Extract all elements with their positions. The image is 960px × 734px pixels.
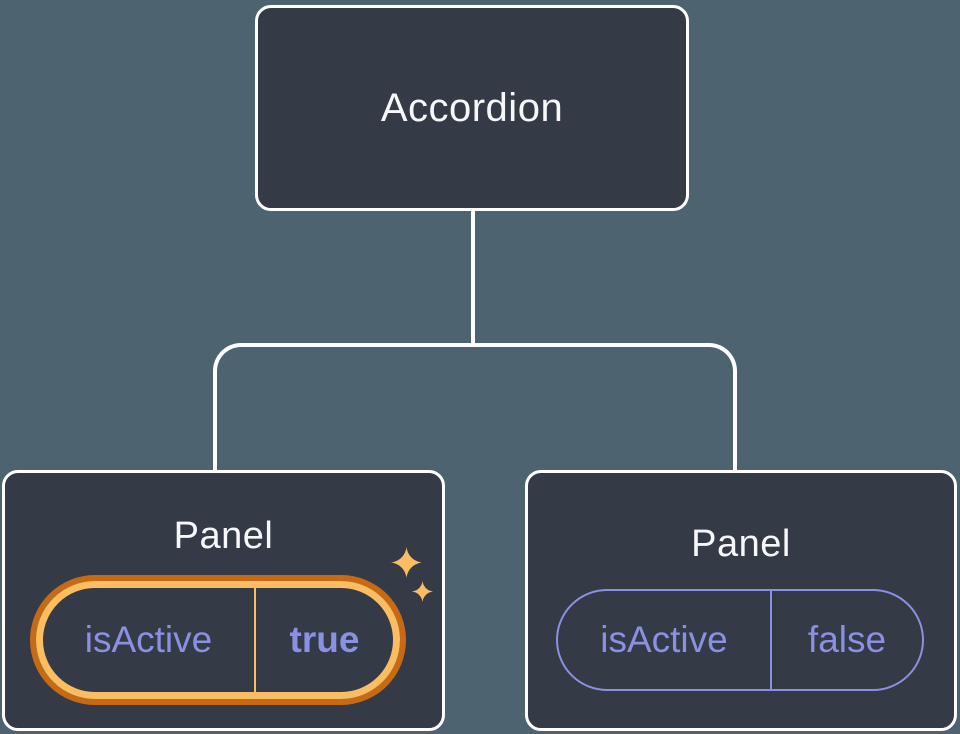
node-panel-active-label: Panel (173, 515, 274, 557)
prop-name: isActive (84, 619, 213, 660)
node-accordion-label: Accordion (380, 85, 564, 130)
sparkle-icon (412, 581, 433, 602)
pill-divider (770, 591, 772, 689)
node-panel-inactive: Panel isActive false (525, 470, 957, 731)
connector-branches (213, 343, 737, 477)
prop-value: true (289, 619, 360, 660)
prop-name: isActive (600, 619, 728, 660)
state-pill-active: isActive true (36, 581, 400, 699)
connector-stem (471, 211, 475, 347)
pill-divider (254, 588, 256, 692)
prop-value: false (807, 619, 887, 660)
sparkle-icon (391, 547, 422, 578)
node-panel-inactive-label: Panel (691, 523, 791, 565)
state-pill-inactive: isActive false (556, 589, 924, 691)
node-panel-active: Panel isActive true (2, 470, 445, 731)
node-accordion: Accordion (255, 5, 689, 211)
